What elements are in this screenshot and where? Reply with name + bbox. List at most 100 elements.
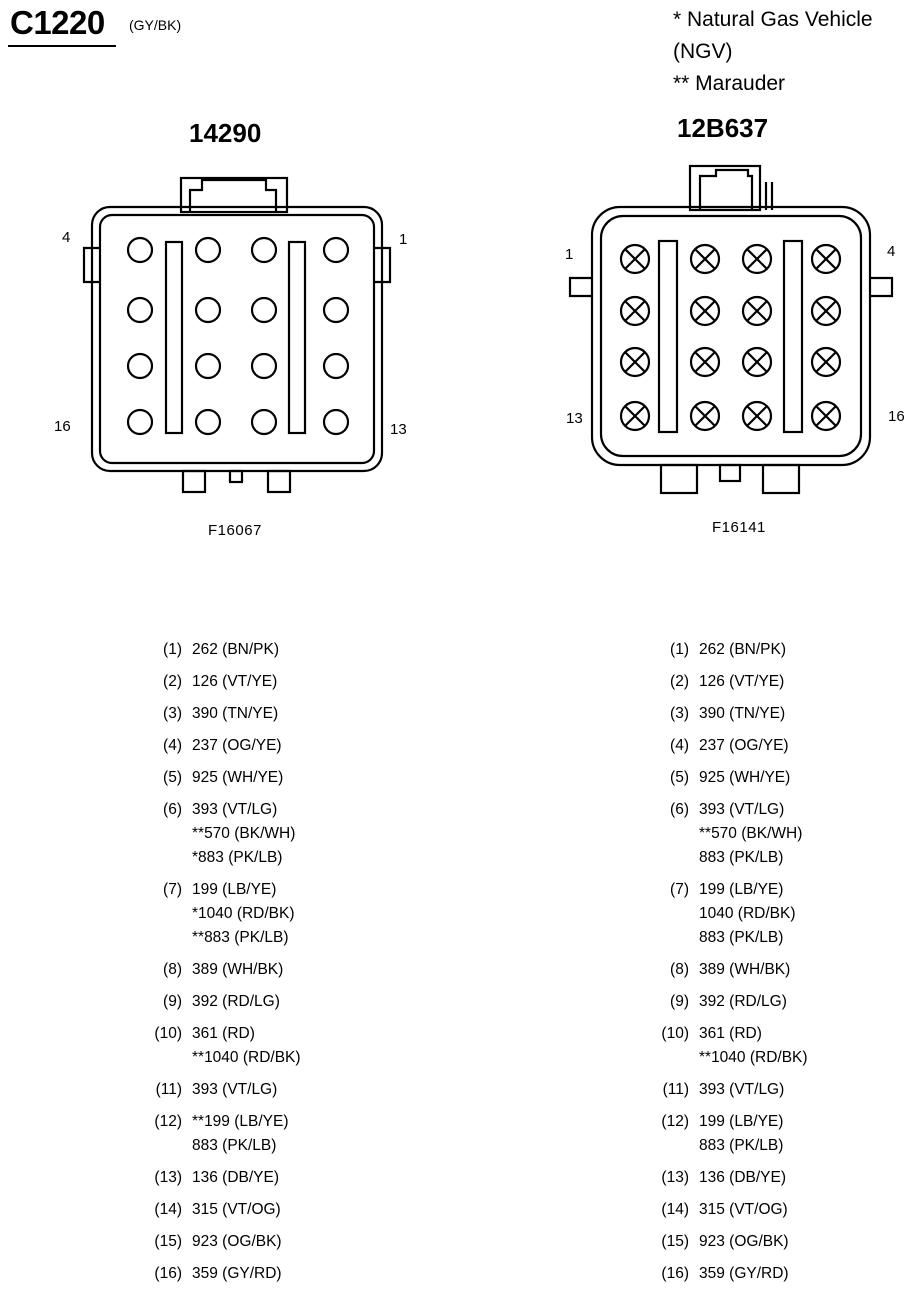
right-wire-circuit: 237 (OG/YE) (699, 737, 789, 754)
left-cavity (194, 236, 222, 264)
right-pins (619, 243, 842, 432)
left-pin-number: (9) (163, 993, 182, 1010)
right-pin-number: (16) (661, 1265, 689, 1282)
left-wire-circuit: *883 (PK/LB) (192, 849, 283, 866)
left-bottom-tab-2 (228, 469, 244, 484)
left-cavity (126, 296, 154, 324)
left-side-key-left (82, 246, 100, 284)
left-wire-circuit: 390 (TN/YE) (192, 705, 279, 722)
right-wire-circuit: **570 (BK/WH) (699, 825, 803, 842)
right-wire-circuit: 923 (OG/BK) (699, 1233, 789, 1250)
right-bottom-tab-2 (718, 463, 742, 483)
right-wire-circuit: **1040 (RD/BK) (699, 1049, 808, 1066)
note-ngv: * Natural Gas Vehicle (673, 8, 873, 31)
right-wire-circuit: 390 (TN/YE) (699, 705, 786, 722)
title-underline (8, 45, 116, 47)
left-wire-circuit: 136 (DB/YE) (192, 1169, 280, 1186)
right-pin-row: (7)199 (LB/YE)1040 (RD/BK)883 (PK/LB) (670, 878, 808, 950)
right-bottom-tab-1 (659, 463, 699, 495)
right-pin-number: (5) (670, 769, 689, 786)
right-pin-number: (3) (670, 705, 689, 722)
left-pin-number: (3) (163, 705, 182, 722)
right-pin-row: (2)126 (VT/YE) (670, 670, 808, 694)
right-pin (810, 295, 842, 327)
right-wire-circuit: 315 (VT/OG) (699, 1201, 788, 1218)
right-figure-id: F16141 (712, 519, 766, 536)
left-bottom-tab-3 (266, 469, 292, 494)
connector-id: C1220 (10, 4, 105, 41)
left-pin-number: (12) (154, 1113, 182, 1130)
left-bottom-tab-1 (181, 469, 207, 494)
right-pin (689, 346, 721, 378)
right-pin-row: (3) 390 (TN/YE) (670, 702, 808, 726)
right-wire-circuit: 883 (PK/LB) (699, 849, 784, 866)
right-pin-row: (15) 923 (OG/BK) (661, 1230, 808, 1254)
right-pin-row: (4) 237 (OG/YE) (670, 734, 808, 758)
left-cavity (322, 408, 350, 436)
left-wire-circuit: 262 (BN/PK) (192, 641, 280, 658)
right-pin-row: (13)136 (DB/YE) (661, 1166, 808, 1190)
left-cavity-label-bottom-right: 13 (390, 421, 407, 438)
right-pin-number: (8) (670, 961, 689, 978)
left-pin-number: (15) (154, 1233, 182, 1250)
left-wire-circuit: 389 (WH/BK) (192, 961, 284, 978)
left-pin-row: (15)923 (OG/BK) (154, 1230, 301, 1254)
left-wire-circuit: 359 (GY/RD) (192, 1265, 282, 1282)
connector-color: (GY/BK) (129, 17, 182, 33)
right-cavity-label-top-left: 1 (565, 246, 574, 263)
right-wire-circuit: 883 (PK/LB) (699, 929, 784, 946)
right-pin (741, 400, 773, 432)
right-latch-inner (698, 168, 754, 210)
left-pin-number: (13) (154, 1169, 182, 1186)
left-cavity (126, 352, 154, 380)
right-connector (568, 164, 894, 495)
left-cavity (250, 408, 278, 436)
right-cavity-label-bottom-left: 13 (566, 410, 583, 427)
right-side-key-right (870, 276, 894, 298)
right-pin-number: (13) (661, 1169, 689, 1186)
left-figure-id: F16067 (208, 522, 262, 539)
right-pin-number: (14) (661, 1201, 689, 1218)
left-wire-circuit: 925 (WH/YE) (192, 769, 284, 786)
left-pin-number: (2) (163, 673, 182, 690)
left-pin-number: (6) (163, 801, 182, 818)
right-pin-number: (6) (670, 801, 689, 818)
right-wire-circuit: 393 (VT/LG) (699, 1081, 785, 1098)
left-cavity (126, 408, 154, 436)
right-bottom-tab-3 (761, 463, 801, 495)
right-pin-row: (11)393 (VT/LG) (663, 1078, 808, 1102)
right-pin-row: (8)389 (WH/BK) (670, 958, 808, 982)
left-wire-circuit: 361 (RD) (192, 1025, 255, 1042)
left-pin-number: (4) (163, 737, 182, 754)
left-cavity-label-top-right: 1 (399, 231, 408, 248)
right-pin-number: (15) (661, 1233, 689, 1250)
right-separator-bar-1 (657, 239, 679, 434)
right-separator-bar-2 (782, 239, 804, 434)
right-side-key-left (568, 276, 592, 298)
left-pin-row: (8)389 (WH/BK) (163, 958, 301, 982)
left-pin-number: (11) (155, 1081, 182, 1098)
right-pin (619, 400, 651, 432)
left-pin-number: (10) (154, 1025, 182, 1042)
left-pin-row: (14)315 (VT/OG) (154, 1198, 301, 1222)
right-pin-number: (1) (670, 641, 689, 658)
right-wire-circuit: 262 (BN/PK) (699, 641, 787, 658)
right-pin-number: (10) (661, 1025, 689, 1042)
left-wire-circuit: 315 (VT/OG) (192, 1201, 281, 1218)
right-pin (810, 243, 842, 275)
left-wire-circuit: **1040 (RD/BK) (192, 1049, 301, 1066)
right-pin (689, 243, 721, 275)
right-pin-row: (14) 315 (VT/OG) (661, 1198, 808, 1222)
right-pin-row: (6)393 (VT/LG)**570 (BK/WH)883 (PK/LB) (670, 798, 808, 870)
left-latch-inner (188, 178, 278, 212)
right-pin-row: (16)359 (GY/RD) (661, 1262, 808, 1286)
right-pin (741, 243, 773, 275)
right-cavity-label-top-right: 4 (887, 243, 896, 260)
right-wire-circuit: 361 (RD) (699, 1025, 762, 1042)
right-latch (688, 164, 762, 212)
right-pin-number: (4) (670, 737, 689, 754)
left-pin-row: (5)925 (WH/YE) (163, 766, 301, 790)
right-wire-circuit: 1040 (RD/BK) (699, 905, 796, 922)
left-cavity (322, 296, 350, 324)
left-cavity (250, 352, 278, 380)
